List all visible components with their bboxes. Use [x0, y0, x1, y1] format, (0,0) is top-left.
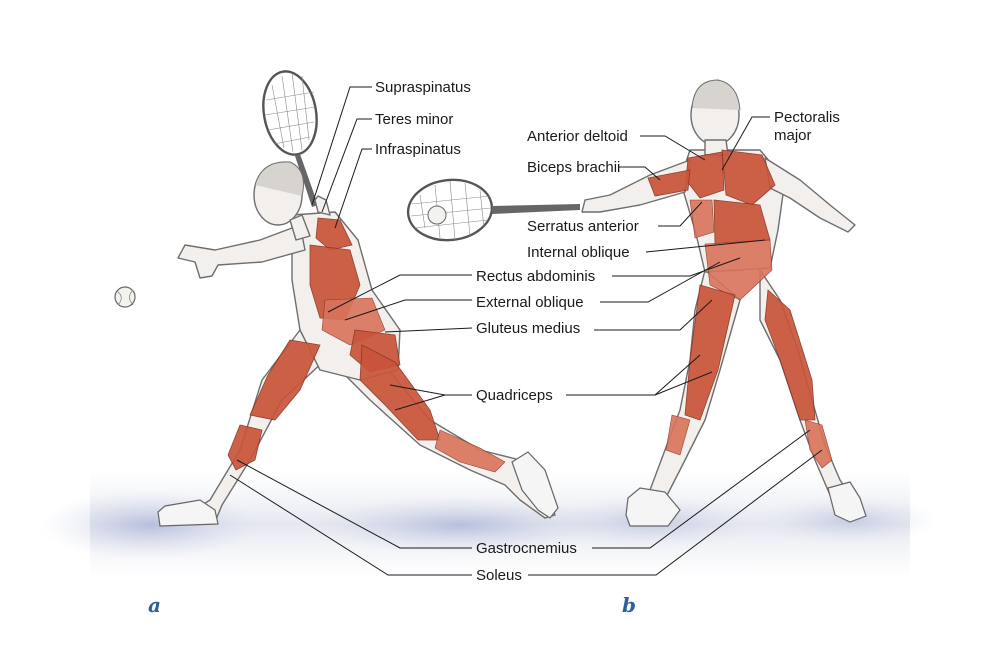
- head-b: [690, 79, 741, 156]
- panel-letter-b: b: [622, 593, 636, 617]
- head-a: [253, 161, 311, 241]
- biceps-brachii-b: [647, 169, 691, 197]
- racket-b-icon: [406, 178, 580, 242]
- leader-lines: [229, 86, 823, 576]
- label-external-oblique: External oblique: [476, 294, 584, 311]
- shoe-a-front: [511, 451, 559, 519]
- racket-a-icon: [262, 70, 318, 207]
- quadriceps-b-left: [684, 284, 736, 421]
- label-infraspinatus: Infraspinatus: [375, 141, 461, 158]
- figure-a-backhand-lunge: [114, 70, 559, 527]
- hamstring-a: [249, 339, 321, 421]
- label-gastrocnemius: Gastrocnemius: [476, 540, 577, 557]
- label-anterior-deltoid: Anterior deltoid: [527, 128, 628, 145]
- panel-letter-a: a: [148, 593, 161, 617]
- label-rectus-abdominis: Rectus abdominis: [476, 268, 595, 285]
- serratus-anterior-b: [689, 199, 715, 239]
- shoe-b-left: [625, 487, 681, 527]
- label-gluteus-medius: Gluteus medius: [476, 320, 580, 337]
- label-serratus-anterior: Serratus anterior: [527, 218, 639, 235]
- shoe-a-back: [157, 499, 219, 527]
- label-quadriceps: Quadriceps: [476, 387, 553, 404]
- pectoralis-major-b: [721, 149, 776, 206]
- label-supraspinatus: Supraspinatus: [375, 79, 471, 96]
- label-biceps-brachii: Biceps brachii: [527, 159, 620, 176]
- labels: Supraspinatus Teres minor Infraspinatus …: [148, 79, 840, 617]
- shoe-b-right: [827, 481, 867, 523]
- tennis-ball-icon: [114, 286, 136, 308]
- label-teres-minor: Teres minor: [375, 111, 453, 128]
- gastrocnemius-a: [227, 424, 263, 471]
- figure-b-forehand-stance: [406, 79, 867, 527]
- quadriceps-b-right: [764, 289, 816, 421]
- label-soleus: Soleus: [476, 567, 522, 584]
- calf-front-a: [434, 429, 506, 473]
- shoulder-muscle-a: [315, 217, 353, 251]
- label-internal-oblique: Internal oblique: [527, 244, 630, 261]
- quadriceps-a: [359, 344, 441, 441]
- calf-b-left: [665, 414, 691, 456]
- gastrocnemius-b: [804, 419, 833, 469]
